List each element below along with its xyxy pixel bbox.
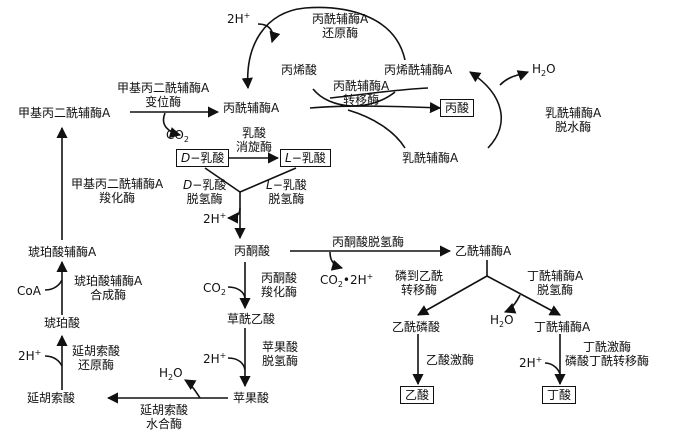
label-phosphotransacetylase: 磷到乙酰转移酶	[395, 269, 444, 297]
label-2h-fumarate: 2H+	[18, 348, 42, 363]
arrow-reduction-loop	[241, 6, 406, 90]
label-fumarase: 延胡索酸水合酶	[140, 403, 189, 431]
label-fumarate-reductase: 延胡索酸还原酶	[72, 344, 121, 372]
label-fumarate: 延胡索酸	[27, 391, 76, 405]
arrow-to-acetylphosphate	[417, 275, 488, 316]
arrow-2h-malate	[227, 357, 246, 371]
label-pyruvate-dehydrogenase: 丙酮酸脱氢酶	[332, 235, 405, 249]
arrow-coa-in	[44, 279, 63, 291]
label-2h-top: 2H+	[227, 11, 251, 26]
label-acetic-acid: 乙酸	[400, 386, 435, 404]
label-2h-ldh: 2H+	[203, 211, 227, 226]
label-pyruvate-carboxylase: 丙酮酸羧化酶	[261, 271, 298, 299]
label-succinate: 琥珀酸	[44, 316, 81, 330]
label-co2-2h: CO2•2H+	[320, 272, 374, 289]
arrow-to-butyrylcoa	[486, 275, 561, 316]
label-l-lactic-acid: L−乳酸	[280, 149, 331, 167]
arrow-pdh-co2	[329, 251, 344, 271]
label-butyrate-kinase: 丁酰激酶磷酸丁酰转移酶	[565, 340, 650, 368]
arrow-dehydratase	[469, 71, 502, 149]
label-malate-dehydrogenase: 苹果酸脱氢酶	[262, 340, 299, 368]
arrow-transferase-out	[329, 87, 429, 99]
label-coa: CoA	[17, 284, 41, 298]
label-acryloyl-coa: 丙烯酰辅酶A	[384, 63, 453, 77]
label-acetyl-coa: 乙酰辅酶A	[455, 244, 512, 258]
arrow-h2o-out	[499, 70, 530, 86]
label-acetyl-phosphate: 乙酰磷酸	[392, 320, 441, 334]
arrow-h2o-butyryl	[503, 294, 521, 314]
label-co2-carboxylase: CO2	[203, 281, 226, 297]
label-co2-mutase: CO2	[166, 128, 189, 144]
label-malate: 苹果酸	[233, 391, 270, 405]
label-h2o-fumarase: H2O	[159, 366, 183, 382]
arrow-2h-butyrate	[544, 362, 561, 375]
label-pyruvate: 丙酮酸	[234, 244, 271, 258]
arrow-lactoyl-exchange	[347, 109, 406, 149]
label-lactoyl-coa: 乳酰辅酶A	[402, 151, 459, 165]
arrow-2h-fumarate	[44, 355, 63, 367]
label-propionic-acid: 丙酸	[440, 99, 475, 117]
label-2h-malate: 2H+	[203, 351, 227, 366]
label-oxaloacetate: 草酰乙酸	[227, 312, 276, 326]
label-acrylic-acid: 丙烯酸	[281, 63, 318, 77]
arrow-d-ldh	[204, 167, 241, 193]
label-lactate-racemase: 乳酸消旋酶	[236, 126, 273, 154]
arrow-2h-ldh	[226, 207, 241, 224]
arrow-co2-out	[162, 112, 182, 138]
arrow-l-ldh	[239, 167, 297, 193]
arrow-h2o-fumarase	[184, 379, 201, 399]
label-propionyl-coa: 丙酰辅酶A	[223, 101, 280, 115]
label-methylmalonyl-coa: 甲基丙二酰辅酶A	[18, 106, 111, 120]
arrow-propionyl-to-propionic	[309, 102, 442, 114]
arrow-2h-in	[257, 23, 281, 44]
label-d-lactate-dehydrogenase: D−乳酸脱氢酶	[183, 178, 227, 206]
label-d-lactic-acid: D−乳酸	[176, 149, 230, 167]
label-butyric-acid: 丁酸	[542, 386, 577, 404]
label-succinyl-coa: 琥珀酸辅酶A	[28, 245, 97, 259]
label-h2o-butyryl: H2O	[490, 313, 514, 329]
label-acetate-kinase: 乙酸激酶	[426, 353, 475, 367]
label-h2o-dehydratase: H2O	[532, 62, 556, 78]
arrow-co2-in	[227, 286, 246, 299]
label-2h-butyrate: 2H+	[519, 355, 543, 370]
label-l-lactate-dehydrogenase: L−乳酸脱氢酶	[266, 178, 307, 206]
label-butyryl-coa: 丁酰辅酶A	[534, 320, 591, 334]
